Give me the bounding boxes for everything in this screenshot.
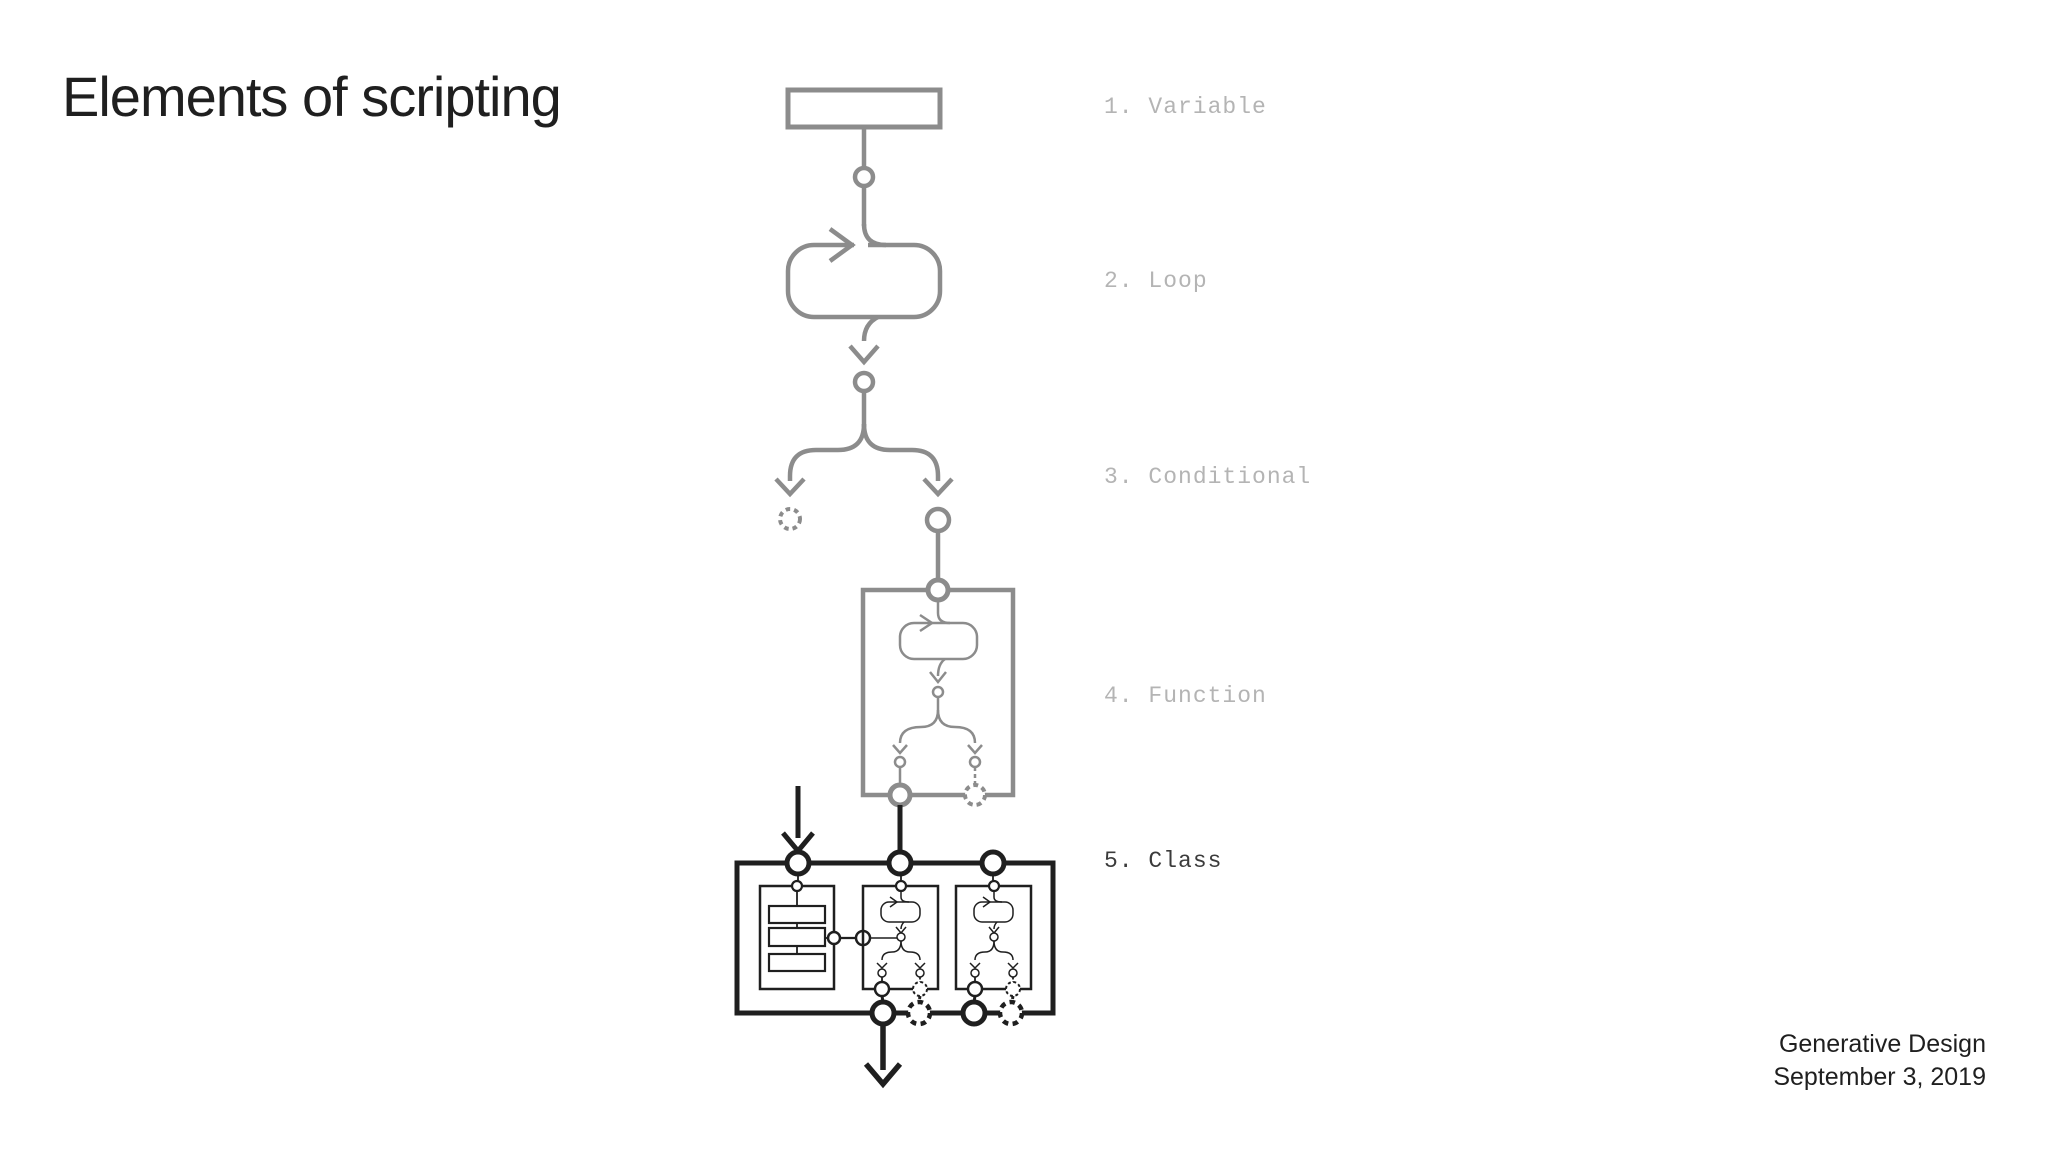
class-input-arrow — [781, 786, 815, 855]
loop-shape — [785, 223, 943, 366]
class-output-arrow — [863, 1024, 903, 1089]
legend-item-class: 5. Class — [1104, 848, 1223, 874]
variable-shape — [785, 87, 943, 226]
legend-item-loop: 2. Loop — [1104, 268, 1208, 294]
page-title: Elements of scripting — [62, 65, 562, 128]
class-fields-box — [758, 879, 897, 991]
legend-item-variable: 1. Variable — [1104, 94, 1267, 120]
class-shape — [734, 849, 1056, 1027]
legend-item-conditional: 3. Conditional — [1104, 464, 1312, 490]
footer-date: September 3, 2019 — [1773, 1063, 1986, 1091]
legend-item-function: 4. Function — [1104, 683, 1267, 709]
conditional-shape — [774, 370, 954, 580]
slide-footer: Generative Design September 3, 2019 — [1773, 1028, 1986, 1094]
footer-course-name: Generative Design — [1778, 1030, 1986, 1058]
function-shape — [860, 577, 1016, 808]
